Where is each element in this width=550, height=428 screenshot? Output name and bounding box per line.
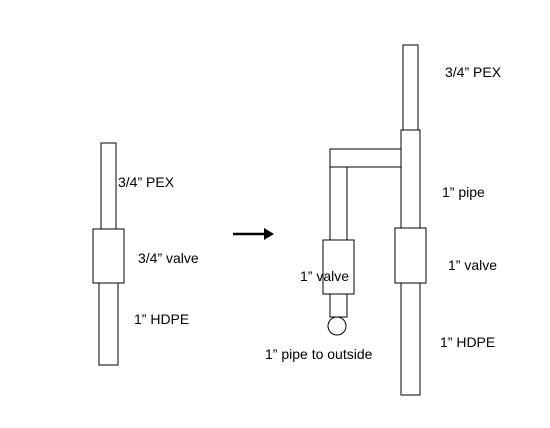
branch-outlet-pipe bbox=[329, 293, 348, 318]
left-pex-pipe bbox=[100, 142, 117, 230]
right-1in-pipe bbox=[400, 129, 421, 229]
left-hdpe-pipe bbox=[98, 282, 119, 366]
right-hdpe-pipe bbox=[400, 282, 421, 396]
label-left-valve: 3/4” valve bbox=[138, 250, 199, 266]
label-right-valve: 1” valve bbox=[448, 257, 497, 273]
label-right-pex: 3/4” PEX bbox=[445, 64, 502, 80]
label-right-pipe: 1” pipe bbox=[442, 184, 485, 200]
right-arrow-icon bbox=[233, 228, 274, 240]
right-pex-pipe bbox=[402, 44, 419, 131]
label-branch-valve: 1” valve bbox=[300, 268, 349, 284]
label-right-hdpe: 1” HDPE bbox=[440, 334, 495, 350]
pipe-outlet-end-icon bbox=[327, 316, 347, 336]
branch-valve bbox=[322, 239, 355, 295]
label-left-pex: 3/4” PEX bbox=[118, 174, 175, 190]
label-left-hdpe: 1” HDPE bbox=[134, 311, 189, 327]
label-pipe-to-outside: 1” pipe to outside bbox=[265, 346, 373, 362]
left-valve bbox=[92, 228, 125, 284]
right-main-valve bbox=[394, 227, 427, 284]
